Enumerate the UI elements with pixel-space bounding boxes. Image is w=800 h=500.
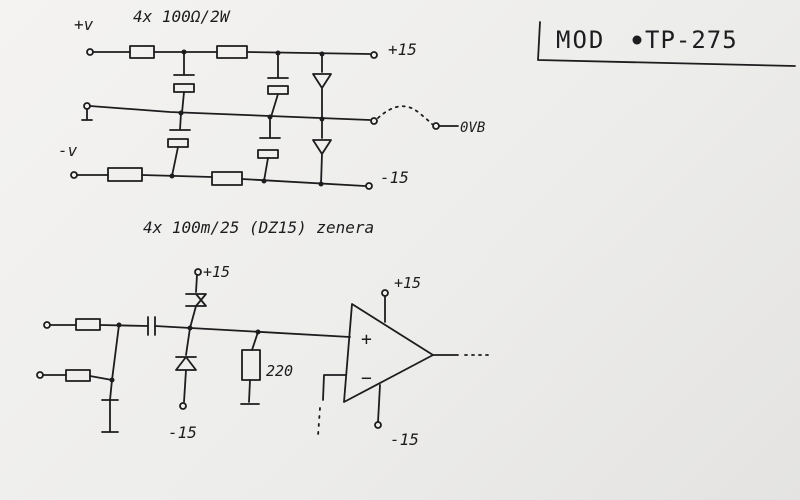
capacitor-c2 <box>267 52 289 118</box>
resistor-220 <box>240 331 261 405</box>
resistor-r1 <box>129 45 155 59</box>
input-supply-bottom-label: -15 <box>168 423 197 442</box>
model-separator-dot <box>632 35 642 45</box>
positive-input-label: +v <box>74 15 94 34</box>
output-positive-label: +15 <box>388 40 417 59</box>
coupling-capacitor <box>147 316 351 338</box>
zener-diode-z2 <box>312 118 332 185</box>
input-1 <box>43 318 149 331</box>
resistor-r4 <box>211 171 243 186</box>
opamp-plus-label: + <box>361 329 372 350</box>
opamp-minus-label: − <box>361 368 372 389</box>
resistor-r2 <box>216 45 248 59</box>
title-box: MOD TP-275 <box>537 21 796 67</box>
output-negative-label: -15 <box>380 168 409 187</box>
opamp-supply-top-label: +15 <box>394 274 421 292</box>
negative-input-label: -v <box>58 141 78 160</box>
capacitor-c1 <box>173 51 195 114</box>
clamp-diode-top <box>185 268 207 329</box>
input-2 <box>36 369 115 383</box>
resistor-r3 <box>107 167 143 182</box>
opamp: + − <box>317 289 489 437</box>
input-stage-schematic: +15 -15 220 +15 -15 <box>36 263 489 449</box>
resistor-spec-label: 4x 100Ω/2W <box>133 7 231 26</box>
negative-rail <box>70 167 373 190</box>
input-ground <box>101 324 120 433</box>
capacitor-note: 4x 100m/25 (DZ15) zenera <box>143 218 374 237</box>
model-label: MOD <box>556 26 605 54</box>
zener-diode-z1 <box>312 53 332 120</box>
output-zero-label: 0VB <box>460 120 485 136</box>
input-supply-top-label: +15 <box>203 263 230 281</box>
clamp-diode-bottom <box>175 327 197 410</box>
resistor-value-label: 220 <box>266 362 293 380</box>
positive-rail <box>86 45 378 59</box>
model-number: TP-275 <box>645 26 738 54</box>
power-supply-schematic: +v 4x 100Ω/2W +15 -v 0VB -15 <box>58 7 485 190</box>
capacitor-c4 <box>257 116 281 182</box>
capacitor-c3 <box>167 112 191 177</box>
opamp-supply-bottom-label: -15 <box>390 430 419 449</box>
